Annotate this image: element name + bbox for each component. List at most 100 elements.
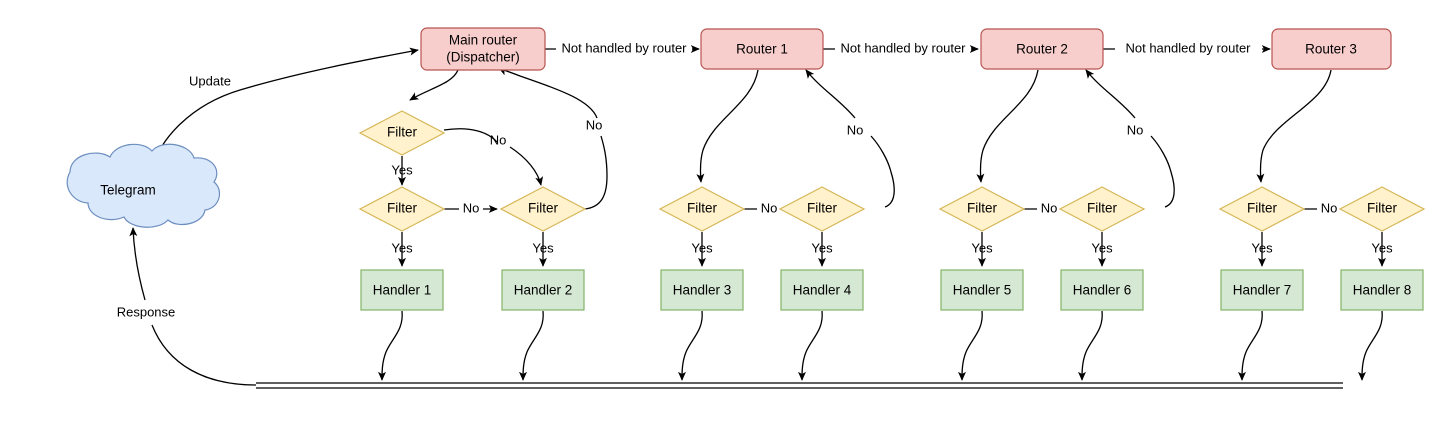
filter-node-6[interactable]: Filter — [1058, 186, 1146, 232]
edge-label-no-filter-6: No — [1127, 122, 1144, 137]
edge-label-not-handled-2: Not handled by router — [840, 40, 966, 55]
handler-1-label: Handler 1 — [373, 283, 432, 298]
router-1-box — [700, 28, 824, 70]
edge-label-response: Response — [117, 304, 176, 319]
handler-5-label: Handler 5 — [953, 283, 1012, 298]
edge-label-yes-filter-4: Yes — [811, 240, 833, 255]
edge-handler-6-to-bus — [1077, 310, 1103, 381]
handler-node-7[interactable]: Handler 7 — [1220, 269, 1304, 311]
handler-5-box — [940, 269, 1024, 311]
filter-4-diamond — [778, 186, 866, 232]
edge-filter-2-no-to-main-router — [584, 135, 608, 210]
edge-label-no-filter-5: No — [1041, 200, 1058, 215]
filter-node-4[interactable]: Filter — [778, 186, 866, 232]
filter-8-diamond — [1338, 186, 1426, 232]
main-router-box — [420, 27, 546, 71]
edge-label-no-filter-1: No — [463, 200, 480, 215]
telegram-cloud-node[interactable]: Telegram — [66, 143, 221, 228]
handler-node-6[interactable]: Handler 6 — [1060, 269, 1144, 311]
edge-filter-4-no-to-router-1 — [870, 135, 895, 208]
filter-2-label: Filter — [528, 201, 559, 216]
filter-1-diamond — [358, 186, 446, 232]
cloud-icon — [66, 143, 221, 228]
handler-node-2[interactable]: Handler 2 — [501, 269, 585, 311]
filter-5-label: Filter — [967, 201, 998, 216]
edge-handler-3-to-bus — [677, 310, 703, 381]
main-router-label-line1: Main router — [449, 33, 518, 48]
edge-telegram-to-main-router — [152, 47, 419, 167]
filter-7-label: Filter — [1247, 201, 1278, 216]
edge-label-not-handled-1: Not handled by router — [561, 40, 687, 55]
filter-a-label: Filter — [387, 125, 418, 140]
filter-1-label: Filter — [387, 201, 418, 216]
handler-node-3[interactable]: Handler 3 — [660, 269, 744, 311]
handler-7-box — [1220, 269, 1304, 311]
edge-handler-8-to-bus — [1357, 310, 1383, 381]
edge-router-1-to-filter-3 — [696, 69, 759, 183]
router-2-label: Router 2 — [1016, 42, 1068, 57]
filter-4-label: Filter — [807, 201, 838, 216]
telegram-label: Telegram — [100, 183, 156, 198]
handler-6-label: Handler 6 — [1073, 283, 1132, 298]
edge-main-router-to-filter-a — [409, 69, 459, 101]
router-node-1[interactable]: Router 1 — [700, 28, 824, 70]
handler-3-label: Handler 3 — [673, 283, 732, 298]
router-3-label: Router 3 — [1305, 42, 1357, 57]
filter-node-5[interactable]: Filter — [938, 186, 1026, 232]
filter-node-1[interactable]: Filter — [358, 186, 446, 232]
edge-router-2-to-filter-5 — [976, 69, 1039, 183]
handler-3-box — [660, 269, 744, 311]
filter-node-8[interactable]: Filter — [1338, 186, 1426, 232]
handler-node-8[interactable]: Handler 8 — [1340, 269, 1424, 311]
edge-handler-2-to-bus — [518, 310, 544, 381]
edge-label-yes-filter-5: Yes — [971, 240, 993, 255]
edge-handler-4-to-bus — [797, 310, 823, 381]
router-3-box — [1271, 28, 1392, 70]
handler-7-label: Handler 7 — [1233, 283, 1292, 298]
edge-label-yes-filter-7: Yes — [1251, 240, 1273, 255]
filter-2-diamond — [499, 186, 587, 232]
handler-6-box — [1060, 269, 1144, 311]
handler-2-box — [501, 269, 585, 311]
handler-4-label: Handler 4 — [793, 283, 852, 298]
edge-filter-a-no-to-filter-2-tail — [509, 146, 544, 186]
router-node-3[interactable]: Router 3 — [1271, 28, 1392, 70]
router-node-main[interactable]: Main router (Dispatcher) — [420, 27, 546, 71]
edge-handler-5-to-bus — [957, 310, 983, 381]
edge-filter-6-no-to-router-2-tail — [1085, 69, 1136, 119]
filter-node-3[interactable]: Filter — [658, 186, 746, 232]
handler-2-label: Handler 2 — [514, 283, 573, 298]
filter-node-a[interactable]: Filter — [358, 110, 446, 156]
edge-label-no-filter-a: No — [490, 132, 507, 147]
filter-node-2[interactable]: Filter — [499, 186, 587, 232]
edge-label-yes-filter-2: Yes — [532, 240, 554, 255]
edge-label-no-filter-2: No — [586, 117, 603, 132]
filter-3-label: Filter — [687, 201, 718, 216]
router-1-label: Router 1 — [736, 42, 788, 57]
edge-label-yes-filter-3: Yes — [691, 240, 713, 255]
edge-label-yes-filter-8: Yes — [1371, 240, 1393, 255]
edge-label-yes-filter-6: Yes — [1091, 240, 1113, 255]
filter-6-label: Filter — [1087, 201, 1118, 216]
handler-8-label: Handler 8 — [1353, 283, 1412, 298]
edge-label-yes-filter-1: Yes — [391, 240, 413, 255]
handler-node-4[interactable]: Handler 4 — [780, 269, 864, 311]
handler-4-box — [780, 269, 864, 311]
edge-label-yes-filter-a: Yes — [391, 162, 413, 177]
handler-node-5[interactable]: Handler 5 — [940, 269, 1024, 311]
edge-label-not-handled-3: Not handled by router — [1125, 40, 1251, 55]
filter-node-7[interactable]: Filter — [1218, 186, 1306, 232]
router-2-box — [980, 28, 1104, 70]
edge-filter-2-no-to-main-router-tail — [498, 67, 598, 119]
filter-5-diamond — [938, 186, 1026, 232]
edge-handler-7-to-bus — [1237, 310, 1263, 381]
edge-router-3-to-filter-7 — [1256, 69, 1332, 183]
edge-filter-a-no-to-filter-2 — [443, 128, 498, 143]
filter-a-diamond — [358, 110, 446, 156]
handler-1-box — [360, 269, 444, 311]
router-node-2[interactable]: Router 2 — [980, 28, 1104, 70]
handler-node-1[interactable]: Handler 1 — [360, 269, 444, 311]
filter-8-label: Filter — [1367, 201, 1398, 216]
